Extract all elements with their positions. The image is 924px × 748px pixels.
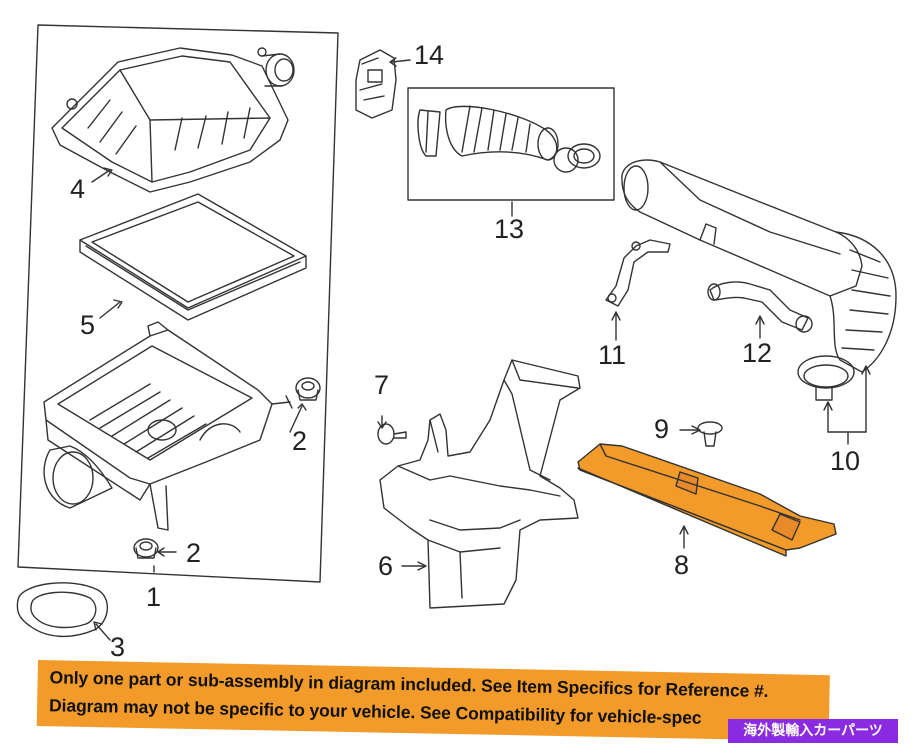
seller-badge: 海外製輸入カーパーツ <box>728 719 898 743</box>
air-cleaner-cover <box>51 47 295 193</box>
grommet-upper <box>295 377 321 401</box>
air-duct-insulator <box>577 443 837 557</box>
push-pin <box>377 423 407 445</box>
lower-air-duct <box>379 359 581 609</box>
air-cleaner-housing <box>43 321 293 531</box>
callout-12: 12 <box>742 338 773 368</box>
hose-kit-frame <box>407 87 615 201</box>
hose-clamp <box>797 355 855 401</box>
air-filter-element <box>79 193 307 321</box>
callout-2-upper: 2 <box>292 426 308 456</box>
push-pin-9 <box>697 421 723 447</box>
vent-hose <box>707 281 813 333</box>
callout-1: 1 <box>146 582 162 612</box>
bracket <box>605 239 671 307</box>
leader-lines <box>91 57 871 641</box>
callout-3: 3 <box>110 632 126 662</box>
callout-6: 6 <box>378 551 394 581</box>
callout-8: 8 <box>674 550 690 580</box>
assembly-frame <box>17 24 339 583</box>
callout-5: 5 <box>80 310 96 340</box>
callout-4: 4 <box>70 174 86 204</box>
callout-9: 9 <box>654 414 670 444</box>
seal <box>16 582 108 638</box>
callout-2-lower: 2 <box>186 538 202 568</box>
hose-kit <box>417 105 601 173</box>
callout-10: 10 <box>830 446 861 476</box>
callout-13: 13 <box>494 214 525 244</box>
callout-7: 7 <box>374 370 390 400</box>
air-intake-duct <box>621 159 897 373</box>
mass-air-flow-sensor <box>355 49 397 119</box>
callout-14: 14 <box>414 40 445 70</box>
disclaimer-line-2: Diagram may not be specific to your vehi… <box>48 695 702 728</box>
grommet-lower <box>133 538 159 559</box>
callout-11: 11 <box>598 340 627 370</box>
